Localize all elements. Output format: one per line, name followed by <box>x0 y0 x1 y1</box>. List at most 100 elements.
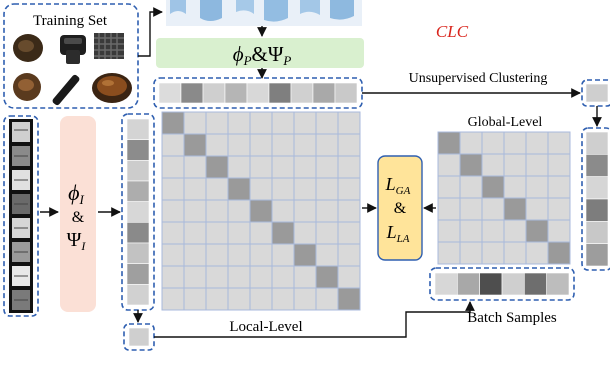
matrix-cell <box>547 175 571 199</box>
matrix-cell <box>547 153 571 177</box>
matrix-cell <box>293 221 317 245</box>
phi-p-psi-p-box <box>156 38 364 68</box>
matrix-diagonal-cell <box>227 177 251 201</box>
matrix-diagonal-cell <box>481 175 505 199</box>
strip-cell <box>585 221 609 244</box>
matrix-cell <box>161 265 185 289</box>
matrix-diagonal-cell <box>205 155 229 179</box>
matrix-cell <box>437 241 461 265</box>
matrix-cell <box>205 221 229 245</box>
matrix-cell <box>503 153 527 177</box>
matrix-cell <box>227 221 251 245</box>
matrix-cell <box>205 133 229 157</box>
strip-cell <box>585 198 609 222</box>
matrix-cell <box>437 175 461 199</box>
matrix-cell <box>525 175 549 199</box>
matrix-cell <box>161 199 185 223</box>
strip-cell <box>434 272 458 296</box>
matrix-cell <box>271 265 295 289</box>
matrix-cell <box>481 153 505 177</box>
local-level-label: Local-Level <box>229 319 302 335</box>
matrix-cell <box>337 221 361 245</box>
matrix-cell <box>481 131 505 155</box>
matrix-cell <box>249 287 273 311</box>
strip-cell <box>290 82 314 104</box>
matrix-cell <box>337 155 361 179</box>
strip-cell <box>126 139 150 161</box>
matrix-cell <box>271 177 295 201</box>
matrix-cell <box>337 243 361 267</box>
matrix-cell <box>249 155 273 179</box>
strip-cell <box>585 243 609 267</box>
cluster-output-cell <box>585 83 609 103</box>
matrix-cell <box>293 287 317 311</box>
matrix-diagonal-cell <box>183 133 207 157</box>
strip-cell <box>479 272 503 296</box>
training-set-label: Training Set <box>33 13 108 29</box>
matrix-cell <box>315 221 339 245</box>
matrix-cell <box>183 111 207 135</box>
matrix-cell <box>249 221 273 245</box>
matrix-cell <box>293 133 317 157</box>
strip-cell <box>312 82 336 104</box>
strip-cell <box>585 154 609 177</box>
global-level-label: Global-Level <box>468 115 543 130</box>
matrix-cell <box>293 265 317 289</box>
matrix-cell <box>183 155 207 179</box>
strip-cell <box>334 82 358 104</box>
matrix-cell <box>227 111 251 135</box>
matrix-cell <box>271 243 295 267</box>
loss-la-label: LLA <box>386 222 410 245</box>
image-column <box>9 119 33 313</box>
strip-cell <box>126 160 150 182</box>
sample-image-5 <box>52 74 80 106</box>
matrix-cell <box>525 197 549 221</box>
strip-cell <box>158 82 182 104</box>
strip-cell <box>180 82 204 104</box>
global-similarity-matrix <box>437 131 571 265</box>
matrix-cell <box>227 133 251 157</box>
matrix-cell <box>271 155 295 179</box>
strip-cell <box>224 82 248 104</box>
matrix-cell <box>503 175 527 199</box>
matrix-diagonal-cell <box>315 265 339 289</box>
matrix-cell <box>437 153 461 177</box>
strip-cell <box>202 82 226 104</box>
matrix-cell <box>459 241 483 265</box>
matrix-cell <box>161 155 185 179</box>
image-column-frame <box>3 115 39 317</box>
strip-cell <box>246 82 270 104</box>
loss-amp: & <box>394 200 407 217</box>
psi-i-label: ΨI <box>67 229 87 253</box>
matrix-cell <box>183 199 207 223</box>
matrix-cell <box>205 199 229 223</box>
matrix-cell <box>437 197 461 221</box>
matrix-cell <box>525 241 549 265</box>
matrix-cell <box>315 287 339 311</box>
matrix-cell <box>205 265 229 289</box>
matrix-diagonal-cell <box>161 111 185 135</box>
phi-i-label: ϕI <box>68 180 84 207</box>
matrix-cell <box>459 219 483 243</box>
matrix-cell <box>249 111 273 135</box>
phi-p-psi-p-label: ϕP&ΨP <box>233 42 292 68</box>
matrix-cell <box>315 155 339 179</box>
strip-cell <box>126 242 150 264</box>
strip-cell <box>585 176 609 200</box>
matrix-cell <box>315 177 339 201</box>
sample-image-2 <box>60 35 86 64</box>
matrix-cell <box>183 177 207 201</box>
strip-cell <box>126 263 150 285</box>
matrix-diagonal-cell <box>271 221 295 245</box>
matrix-cell <box>205 243 229 267</box>
right-column-frame <box>581 127 610 271</box>
strip-cell <box>524 272 547 296</box>
matrix-cell <box>249 177 273 201</box>
loss-box <box>377 155 423 261</box>
matrix-cell <box>437 219 461 243</box>
right-column-strip <box>585 131 609 267</box>
matrix-cell <box>227 287 251 311</box>
matrix-diagonal-cell <box>547 241 571 265</box>
strip-cell <box>501 272 525 296</box>
